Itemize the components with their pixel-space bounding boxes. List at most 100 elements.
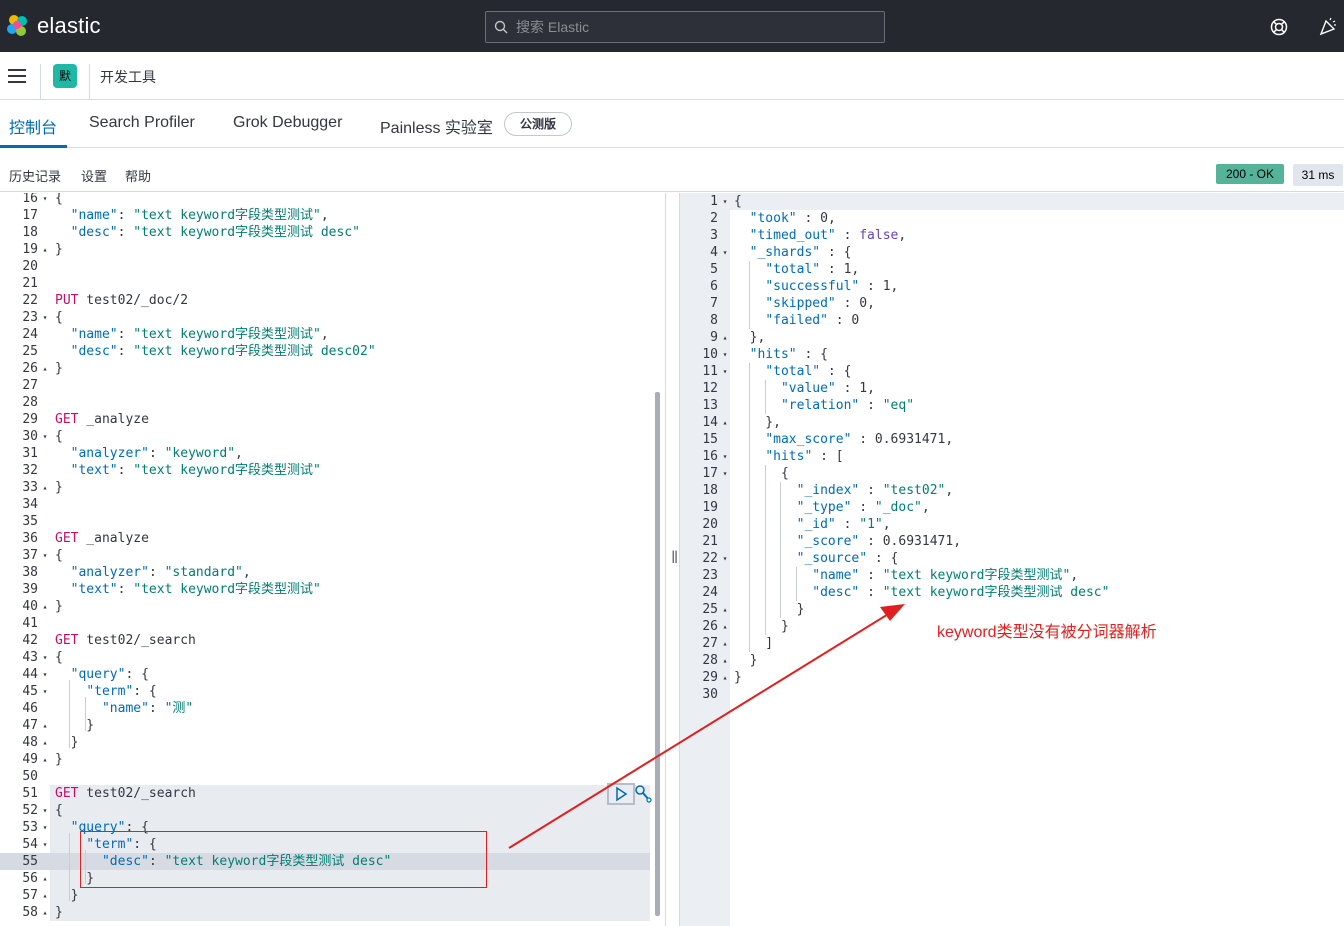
code-line[interactable]: 49▴}: [0, 751, 665, 768]
code-line[interactable]: 18 "_index" : "test02",: [680, 482, 1344, 499]
fold-close-icon[interactable]: ▴: [42, 721, 48, 730]
code-line[interactable]: 16▾ "hits" : [: [680, 448, 1344, 465]
fold-open-icon[interactable]: ▾: [42, 687, 48, 696]
code-line[interactable]: 50: [0, 768, 665, 785]
pane-resizer[interactable]: ‖: [665, 193, 680, 926]
code-line[interactable]: 35: [0, 513, 665, 530]
code-line[interactable]: 15 "max_score" : 0.6931471,: [680, 431, 1344, 448]
code-line[interactable]: 4▾ "_shards" : {: [680, 244, 1344, 261]
code-line[interactable]: 30▾{: [0, 428, 665, 445]
code-line[interactable]: 2 "took" : 0,: [680, 210, 1344, 227]
code-line[interactable]: 45▾ "term": {: [0, 683, 665, 700]
history-link[interactable]: 历史记录: [9, 169, 62, 184]
search-input[interactable]: [516, 12, 876, 42]
fold-close-icon[interactable]: ▴: [42, 874, 48, 883]
tab-console[interactable]: 控制台: [9, 120, 58, 137]
code-line[interactable]: 19▴}: [0, 241, 665, 258]
code-line[interactable]: 17 "name": "text keyword字段类型测试",: [0, 207, 665, 224]
code-line[interactable]: 21: [0, 275, 665, 292]
tab-search-profiler[interactable]: Search Profiler: [89, 114, 195, 131]
fold-open-icon[interactable]: ▾: [42, 551, 48, 560]
settings-link[interactable]: 设置: [81, 169, 108, 184]
code-line[interactable]: 20: [0, 258, 665, 275]
code-line[interactable]: 12 "value" : 1,: [680, 380, 1344, 397]
fold-close-icon[interactable]: ▴: [722, 622, 728, 631]
code-line[interactable]: 30: [680, 686, 1344, 703]
code-line[interactable]: 19 "_type" : "_doc",: [680, 499, 1344, 516]
fold-open-icon[interactable]: ▾: [42, 194, 48, 203]
fold-close-icon[interactable]: ▴: [42, 245, 48, 254]
fold-close-icon[interactable]: ▴: [722, 639, 728, 648]
code-line[interactable]: 29▴}: [680, 669, 1344, 686]
space-avatar[interactable]: 默: [53, 64, 77, 88]
fold-close-icon[interactable]: ▴: [42, 891, 48, 900]
fold-close-icon[interactable]: ▴: [722, 605, 728, 614]
response-viewer[interactable]: 1▾{2 "took" : 0,3 "timed_out" : false,4▾…: [680, 193, 1344, 926]
code-line[interactable]: 41: [0, 615, 665, 632]
fold-open-icon[interactable]: ▾: [42, 653, 48, 662]
fold-open-icon[interactable]: ▾: [722, 197, 728, 206]
code-line[interactable]: 1▾{: [680, 193, 1344, 210]
code-line[interactable]: 18 "desc": "text keyword字段类型测试 desc": [0, 224, 665, 241]
fold-open-icon[interactable]: ▾: [722, 248, 728, 257]
code-line[interactable]: 10▾ "hits" : {: [680, 346, 1344, 363]
code-line[interactable]: 24 "desc" : "text keyword字段类型测试 desc": [680, 584, 1344, 601]
help-link[interactable]: 帮助: [125, 169, 152, 184]
code-line[interactable]: 16▾{: [0, 193, 665, 207]
code-line[interactable]: 40▴}: [0, 598, 665, 615]
fold-open-icon[interactable]: ▾: [722, 469, 728, 478]
code-line[interactable]: 43▾{: [0, 649, 665, 666]
menu-toggle-icon[interactable]: [8, 69, 26, 83]
code-line[interactable]: 24 "name": "text keyword字段类型测试",: [0, 326, 665, 343]
code-line[interactable]: 56▴ }: [0, 870, 665, 887]
fold-close-icon[interactable]: ▴: [42, 908, 48, 917]
code-line[interactable]: 37▾{: [0, 547, 665, 564]
code-line[interactable]: 17▾ {: [680, 465, 1344, 482]
request-editor[interactable]: 16▾{17 "name": "text keyword字段类型测试",18 "…: [0, 193, 665, 926]
fold-open-icon[interactable]: ▾: [42, 823, 48, 832]
tab-grok-debugger[interactable]: Grok Debugger: [233, 114, 343, 131]
global-search[interactable]: [485, 11, 885, 43]
fold-open-icon[interactable]: ▾: [42, 432, 48, 441]
code-line[interactable]: 8 "failed" : 0: [680, 312, 1344, 329]
code-line[interactable]: 32 "text": "text keyword字段类型测试": [0, 462, 665, 479]
fold-close-icon[interactable]: ▴: [42, 483, 48, 492]
fold-open-icon[interactable]: ▾: [42, 670, 48, 679]
code-line[interactable]: 55 "desc": "text keyword字段类型测试 desc": [0, 853, 665, 870]
fold-open-icon[interactable]: ▾: [42, 806, 48, 815]
wrench-icon[interactable]: [634, 784, 652, 804]
code-line[interactable]: 57▴ }: [0, 887, 665, 904]
fold-close-icon[interactable]: ▴: [722, 656, 728, 665]
code-line[interactable]: 33▴}: [0, 479, 665, 496]
code-line[interactable]: 39 "text": "text keyword字段类型测试": [0, 581, 665, 598]
code-line[interactable]: 22▾ "_source" : {: [680, 550, 1344, 567]
fold-close-icon[interactable]: ▴: [42, 755, 48, 764]
code-line[interactable]: 20 "_id" : "1",: [680, 516, 1344, 533]
code-line[interactable]: 5 "total" : 1,: [680, 261, 1344, 278]
code-line[interactable]: 3 "timed_out" : false,: [680, 227, 1344, 244]
tab-painless-lab[interactable]: Painless 实验室: [380, 120, 493, 137]
code-line[interactable]: 28▴ }: [680, 652, 1344, 669]
code-line[interactable]: 23▾{: [0, 309, 665, 326]
send-request-button[interactable]: [607, 783, 635, 805]
code-line[interactable]: 26▴}: [0, 360, 665, 377]
code-line[interactable]: 44▾ "query": {: [0, 666, 665, 683]
fold-close-icon[interactable]: ▴: [722, 418, 728, 427]
resizer-grip[interactable]: ‖: [671, 549, 679, 563]
fold-close-icon[interactable]: ▴: [42, 364, 48, 373]
fold-open-icon[interactable]: ▾: [722, 367, 728, 376]
fold-open-icon[interactable]: ▾: [42, 313, 48, 322]
code-line[interactable]: 52▾{: [0, 802, 665, 819]
code-line[interactable]: 25 "desc": "text keyword字段类型测试 desc02": [0, 343, 665, 360]
fold-open-icon[interactable]: ▾: [722, 452, 728, 461]
code-line[interactable]: 11▾ "total" : {: [680, 363, 1344, 380]
code-line[interactable]: 34: [0, 496, 665, 513]
code-line[interactable]: 21 "_score" : 0.6931471,: [680, 533, 1344, 550]
fold-close-icon[interactable]: ▴: [722, 333, 728, 342]
code-line[interactable]: 14▴ },: [680, 414, 1344, 431]
